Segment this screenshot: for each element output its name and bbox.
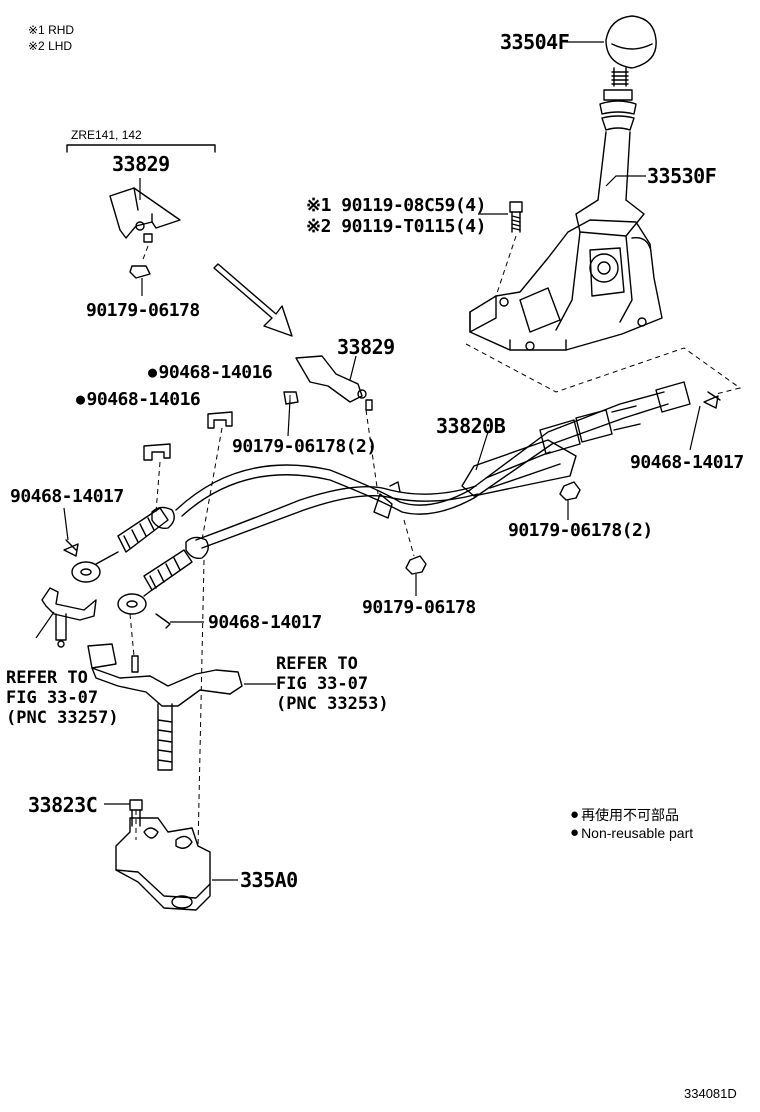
left-lever-drawing bbox=[41, 587, 97, 648]
part-label-bolt-bottom[interactable]: 33823C bbox=[28, 793, 98, 817]
shift-lever-drawing bbox=[469, 89, 663, 351]
legend-lhd: ※2 LHD bbox=[28, 39, 73, 53]
middle-bracket-drawing bbox=[283, 355, 373, 411]
bottom-bracket-drawing bbox=[115, 799, 211, 911]
part-label-nut-bottom[interactable]: 90179-06178 bbox=[362, 597, 476, 618]
part-label-pin-left[interactable]: 90468-14017 bbox=[10, 486, 124, 507]
part-label-bracket-mid[interactable]: 33829 bbox=[337, 335, 395, 359]
select-lever-drawing bbox=[87, 643, 243, 771]
non-reusable-jp: 再使用不可部品 bbox=[570, 805, 679, 825]
direction-arrow bbox=[213, 263, 293, 337]
housing-bolt-drawing bbox=[509, 201, 523, 233]
shift-cable-drawing bbox=[71, 381, 691, 615]
legend-rhd: ※1 RHD bbox=[28, 23, 75, 37]
figure-id: 334081D bbox=[684, 1086, 737, 1101]
clip-left-drawing bbox=[143, 443, 171, 461]
refer-left-label[interactable]: REFER TO FIG 33-07 (PNC 33257) bbox=[6, 668, 119, 728]
pin-mid-drawing bbox=[155, 613, 171, 629]
part-label-nut-top[interactable]: 90179-06178 bbox=[86, 300, 200, 321]
part-label-cable[interactable]: 33820B bbox=[436, 414, 506, 438]
nut-right-drawing bbox=[559, 481, 581, 501]
shift-knob-drawing bbox=[605, 15, 657, 87]
part-label-bracket-top[interactable]: 33829 bbox=[112, 152, 170, 176]
part-label-clip-2[interactable]: 90468-14016 bbox=[76, 389, 201, 410]
part-label-nut-right[interactable]: 90179-06178(2) bbox=[508, 520, 653, 541]
part-label-bolt-lhd[interactable]: ※2 90119-T0115(4) bbox=[306, 216, 486, 237]
refer-right-label[interactable]: REFER TO FIG 33-07 (PNC 33253) bbox=[276, 654, 389, 714]
model-bracket-line bbox=[66, 144, 216, 153]
part-label-bracket-bottom[interactable]: 335A0 bbox=[240, 868, 298, 892]
part-label-knob[interactable]: 33504F bbox=[500, 30, 570, 54]
part-label-pin-right[interactable]: 90468-14017 bbox=[630, 452, 744, 473]
part-label-nut-mid[interactable]: 90179-06178(2) bbox=[232, 436, 377, 457]
leader-lines bbox=[35, 41, 701, 881]
part-label-lever[interactable]: 33530F bbox=[647, 164, 717, 188]
pin-right-drawing bbox=[703, 391, 721, 409]
model-label: ZRE141, 142 bbox=[71, 128, 142, 142]
non-reusable-en: Non-reusable part bbox=[570, 825, 693, 842]
part-label-bolt-rhd[interactable]: ※1 90119-08C59(4) bbox=[306, 195, 486, 216]
clip-mid-drawing bbox=[207, 411, 233, 429]
part-label-pin-mid[interactable]: 90468-14017 bbox=[208, 612, 322, 633]
pin-left-drawing bbox=[63, 539, 79, 557]
dashed-guide-lines bbox=[129, 235, 742, 849]
part-label-clip-1[interactable]: 90468-14016 bbox=[148, 362, 273, 383]
nut-bottom-drawing bbox=[405, 555, 427, 575]
top-bracket-drawing bbox=[109, 187, 181, 279]
